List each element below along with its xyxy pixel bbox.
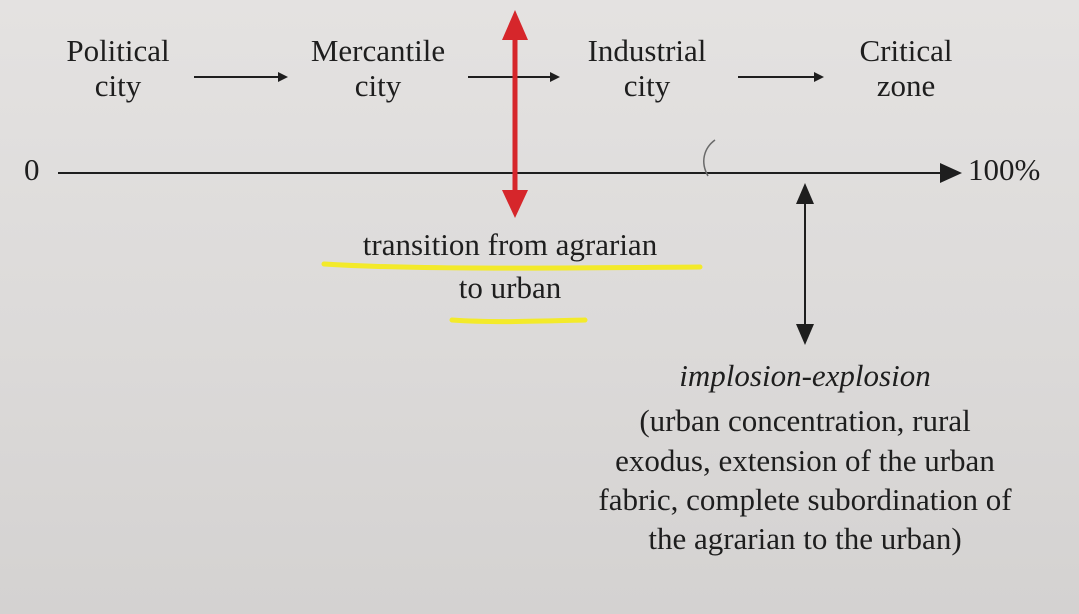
stage-line1: Critical — [859, 33, 953, 68]
highlight-underline-1 — [321, 261, 703, 271]
transition-line1: transition from agrarian — [362, 227, 658, 262]
stage-line2: zone — [876, 67, 936, 103]
pencil-mark — [703, 139, 716, 177]
implosion-line: the agrarian to the urban) — [648, 521, 962, 557]
stage-line1: Mercantile — [310, 33, 446, 68]
implosion-title: implosion-explosion — [679, 358, 931, 393]
stage-industrial-city: Industrial city — [562, 33, 732, 103]
transition-caption: transition from agrarian to urban — [290, 227, 730, 305]
implosion-line: exodus, extension of the urban — [615, 442, 995, 478]
implosion-arrow-head-down — [796, 324, 814, 345]
stage-political-city: Political city — [38, 33, 198, 103]
implosion-line: fabric, complete subordination of — [598, 482, 1012, 518]
red-arrow-head-down — [502, 190, 528, 218]
transition-line2: to urban — [458, 269, 562, 305]
stage-line2: city — [94, 67, 142, 103]
red-arrow-head-up — [502, 10, 528, 40]
axis-start-label: 0 — [24, 152, 40, 187]
highlight-underline-2 — [449, 317, 588, 325]
stage-line1: Industrial — [587, 33, 707, 68]
implosion-arrow-head-up — [796, 183, 814, 204]
stage-line2: city — [354, 67, 402, 103]
axis-end-label: 100% — [968, 152, 1041, 187]
axis-arrowhead — [940, 163, 962, 183]
implosion-caption: implosion-explosion (urban concentration… — [520, 356, 1079, 559]
stage-line1: Political — [66, 33, 170, 68]
implosion-line: (urban concentration, rural — [639, 403, 971, 439]
stage-mercantile-city: Mercantile city — [288, 33, 468, 103]
stage-line2: city — [623, 67, 671, 103]
stage-critical-zone: Critical zone — [826, 33, 986, 103]
